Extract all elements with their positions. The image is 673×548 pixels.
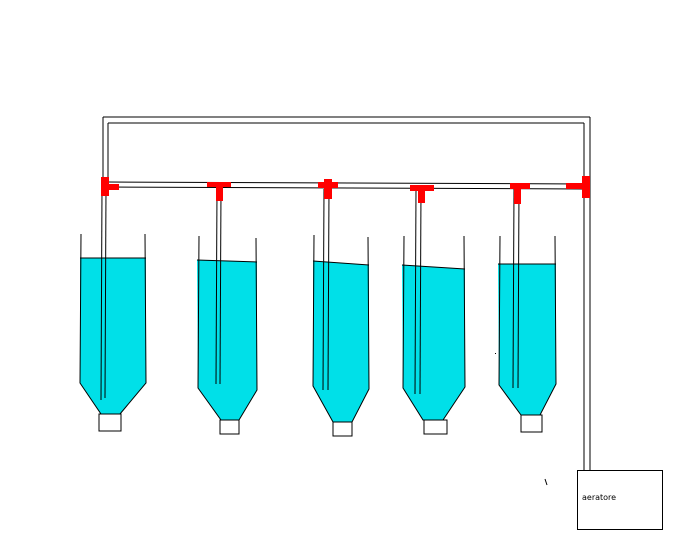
valve-icon: [510, 183, 530, 204]
tank-1: [79, 188, 147, 432]
tank-water: [498, 264, 556, 415]
aerator-label: aeratore: [582, 493, 617, 502]
tank-4: [401, 188, 466, 435]
tank-outlet: [520, 414, 543, 433]
valve-icon: [410, 185, 434, 203]
tank-water: [313, 261, 369, 422]
tank-water: [402, 265, 465, 420]
valve-icon: [566, 176, 590, 198]
stray-mark: [544, 478, 548, 486]
tank-water: [80, 258, 146, 414]
valve-icon: [207, 182, 231, 201]
tank-2: [196, 188, 258, 435]
tank-3: [312, 188, 370, 437]
valve-icon: [318, 179, 338, 199]
distribution-manifold: [107, 181, 585, 190]
tank-5: [498, 188, 557, 433]
tank-outlet: [423, 419, 448, 435]
aerator-box: aeratore: [577, 470, 663, 530]
tank-outlet: [219, 419, 240, 435]
tank-water: [197, 260, 257, 420]
tank-outlet: [332, 421, 353, 437]
tank-outlet: [98, 413, 122, 432]
stray-mark: [495, 353, 496, 354]
valves: [101, 176, 590, 204]
valve-icon: [101, 177, 119, 196]
